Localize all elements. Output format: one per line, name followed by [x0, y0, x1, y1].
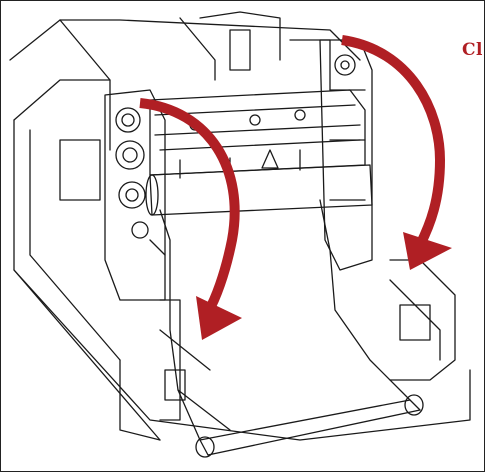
paper-roll	[145, 164, 373, 216]
callout-text: Cl	[462, 40, 483, 60]
right-arrowhead	[403, 232, 452, 270]
printer-base	[9, 11, 471, 441]
left-arrowhead	[196, 296, 242, 340]
left-ribbon-gear-assembly	[104, 89, 166, 301]
paper-core-tube	[195, 394, 424, 458]
right-curved-arrow	[341, 35, 446, 248]
left-curved-arrow	[139, 98, 240, 315]
paper-feed	[159, 199, 411, 441]
right-ribbon-spindle-assembly	[319, 39, 373, 271]
printhead-mechanism	[149, 89, 366, 179]
